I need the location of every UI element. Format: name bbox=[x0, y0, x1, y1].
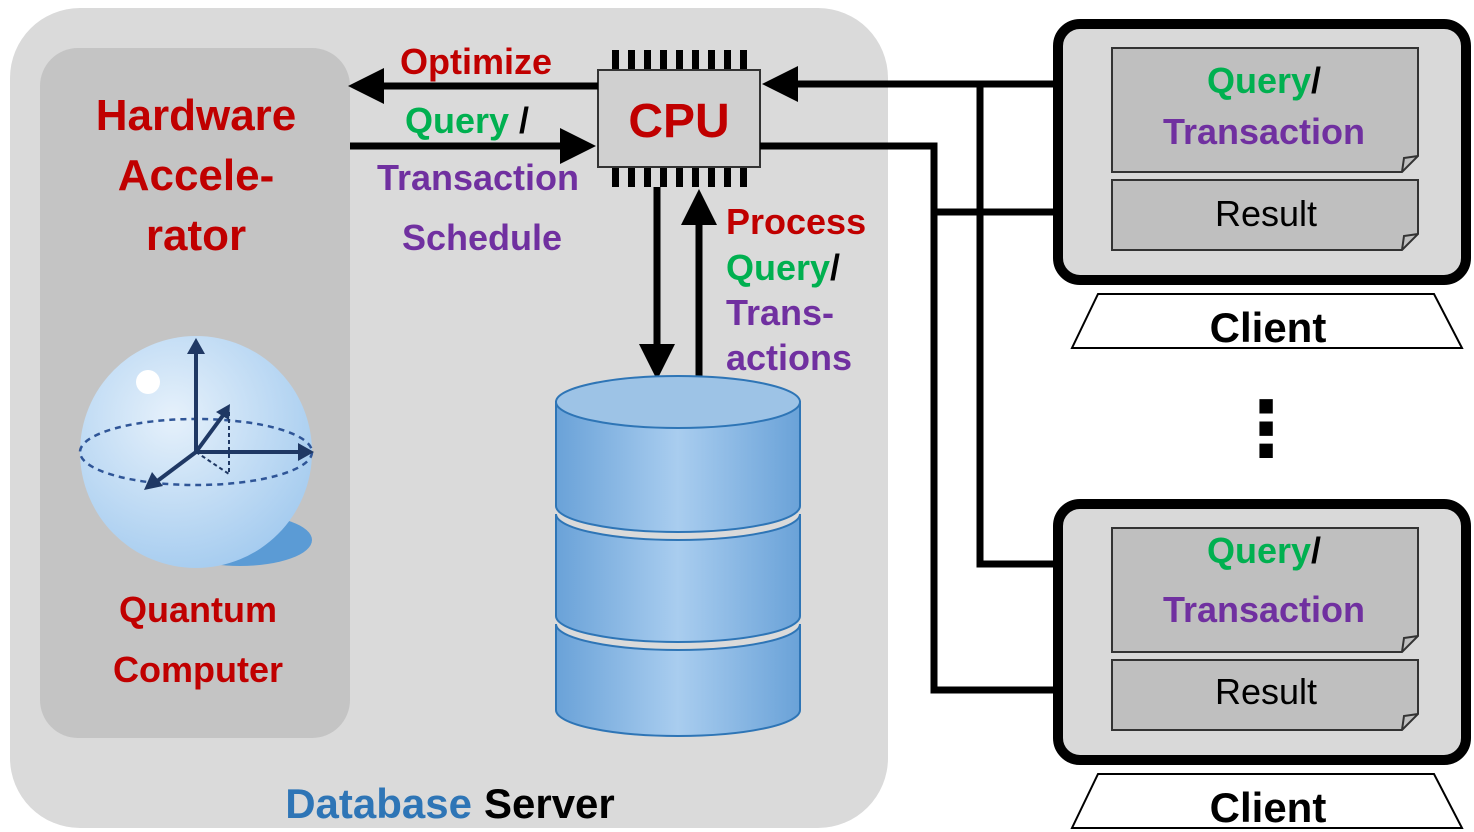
client-2-slash: / bbox=[1311, 530, 1321, 571]
client-2-transaction-text: Transaction bbox=[1163, 589, 1365, 630]
client-2-query-doc-fold bbox=[1401, 635, 1419, 653]
client-1-result-doc bbox=[1111, 179, 1419, 251]
client-1: Query/ Transaction Result Client bbox=[1053, 19, 1471, 351]
schedule-arrowhead bbox=[560, 128, 596, 164]
server-label-database: Database bbox=[285, 780, 472, 827]
more-clients-ellipsis: ⋮ bbox=[1228, 387, 1304, 472]
client-query-bus bbox=[976, 80, 1112, 568]
client-1-base bbox=[1070, 293, 1464, 349]
quantum-computer-line-2: Computer bbox=[113, 649, 283, 690]
process-trans-line-2: actions bbox=[726, 337, 852, 378]
client-1-slash: / bbox=[1311, 60, 1321, 101]
client-2-query-doc bbox=[1111, 527, 1419, 653]
process-slash: / bbox=[830, 247, 840, 288]
client-1-query-line: Query/ bbox=[1207, 60, 1321, 101]
optimize-arrowhead bbox=[348, 68, 384, 104]
client-1-query-doc-fold bbox=[1401, 155, 1419, 173]
process-trans-line-1: Trans- bbox=[726, 292, 834, 333]
bloch-sphere-icon bbox=[78, 336, 314, 568]
client-1-query-doc bbox=[1111, 47, 1419, 173]
cpu-label: CPU bbox=[628, 95, 729, 148]
accelerator-title-line-1: Hardware bbox=[96, 91, 297, 140]
accelerator-title-line-3: rator bbox=[146, 211, 246, 260]
server-label: Database Server bbox=[285, 780, 615, 827]
process-query-line: Query/ bbox=[726, 247, 840, 288]
schedule-schedule-text: Schedule bbox=[402, 217, 562, 258]
database-icon bbox=[555, 375, 801, 737]
accelerator-title-line-2: Accele- bbox=[118, 151, 275, 200]
server-label-server: Server bbox=[484, 780, 615, 827]
hardware-accelerator: Hardware Accele- rator Quantum bbox=[40, 48, 350, 738]
client-1-label: Client bbox=[1210, 304, 1327, 351]
client-2: Query/ Transaction Result Client bbox=[1053, 499, 1471, 831]
cpu-body bbox=[597, 69, 761, 168]
result-bus bbox=[760, 142, 1080, 694]
client-2-result-text: Result bbox=[1215, 671, 1317, 712]
cpu-pins-bottom bbox=[612, 167, 747, 187]
client-2-label: Client bbox=[1210, 784, 1327, 831]
schedule-transaction-text: Transaction bbox=[377, 157, 579, 198]
client-1-result-doc-fold bbox=[1401, 233, 1419, 251]
client-2-query-text: Query bbox=[1207, 530, 1311, 571]
client-2-result-doc bbox=[1111, 659, 1419, 731]
schedule-query-line: Query/ bbox=[405, 100, 529, 141]
client-1-query-text: Query bbox=[1207, 60, 1311, 101]
schedule-query-text: Query bbox=[405, 100, 509, 141]
client-2-result-doc-fold bbox=[1401, 713, 1419, 731]
quantum-computer-line-1: Quantum bbox=[119, 589, 277, 630]
cpu-pins-top bbox=[612, 50, 747, 70]
process-label: Process bbox=[726, 201, 866, 242]
cpu-to-db-arrowhead bbox=[639, 344, 675, 380]
cpu-chip: CPU bbox=[597, 50, 761, 187]
query-to-cpu-arrowhead bbox=[762, 66, 798, 102]
database-server: Hardware Accele- rator Quantum bbox=[10, 8, 888, 828]
optimize-label: Optimize bbox=[400, 41, 552, 82]
client-2-query-line: Query/ bbox=[1207, 530, 1321, 571]
schedule-slash: / bbox=[519, 100, 529, 141]
process-query-text: Query bbox=[726, 247, 830, 288]
client-1-result-text: Result bbox=[1215, 193, 1317, 234]
client-2-base bbox=[1070, 773, 1464, 829]
db-to-cpu-arrowhead bbox=[681, 189, 717, 225]
client-1-transaction-text: Transaction bbox=[1163, 111, 1365, 152]
